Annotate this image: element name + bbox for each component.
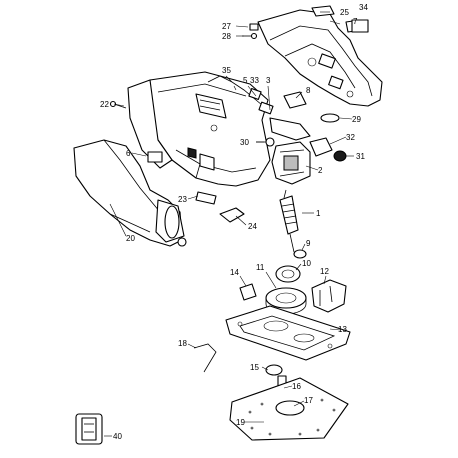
callout-20: 20 xyxy=(126,234,135,243)
callout-9: 9 xyxy=(306,239,311,248)
callout-23: 23 xyxy=(178,195,187,204)
gear-part xyxy=(265,287,307,315)
armature-part xyxy=(279,189,299,253)
callout-33: 33 xyxy=(250,76,259,85)
callout-11: 11 xyxy=(256,263,265,272)
callout-3: 3 xyxy=(266,76,271,85)
callout-18: 18 xyxy=(178,339,187,348)
callout-24: 24 xyxy=(248,222,257,231)
callout-19: 19 xyxy=(236,418,245,427)
callout-5: 5 xyxy=(243,76,248,85)
callout-numbers: 1 2 3 5 6 7 8 9 10 11 12 13 14 15 16 17 … xyxy=(100,3,368,441)
callout-13: 13 xyxy=(338,325,347,334)
callout-32: 32 xyxy=(346,133,355,142)
callout-16: 16 xyxy=(292,382,301,391)
bearing-and-pinion xyxy=(275,249,307,283)
callout-27: 27 xyxy=(222,22,231,31)
label-part-6 xyxy=(147,151,163,163)
callout-30: 30 xyxy=(240,138,249,147)
switch-parts xyxy=(195,191,245,223)
callout-29: 29 xyxy=(352,115,361,124)
label-plate-part xyxy=(351,19,369,33)
wire-part-18 xyxy=(193,343,217,373)
small-parts-right xyxy=(309,113,347,162)
callout-28: 28 xyxy=(222,32,231,41)
callout-10: 10 xyxy=(302,259,311,268)
callout-34: 34 xyxy=(359,3,368,12)
callout-22: 22 xyxy=(100,100,109,109)
callout-1: 1 xyxy=(316,209,321,218)
callout-15: 15 xyxy=(250,363,259,372)
callout-lines xyxy=(104,11,354,437)
sanding-pad-part xyxy=(229,377,349,441)
housing-piece-12 xyxy=(311,279,347,313)
callout-2: 2 xyxy=(318,166,323,175)
callout-25: 25 xyxy=(340,8,349,17)
callout-6: 6 xyxy=(126,149,131,158)
callout-8: 8 xyxy=(306,86,311,95)
screw-parts-top xyxy=(242,23,259,40)
handle-grip xyxy=(127,79,173,169)
callout-7: 7 xyxy=(353,17,358,26)
callout-31: 31 xyxy=(356,152,365,161)
base-plate-part xyxy=(225,305,351,361)
callout-17: 17 xyxy=(304,396,313,405)
accessory-box-part-40 xyxy=(75,413,103,445)
bracket-part-14 xyxy=(239,283,257,301)
callout-35: 35 xyxy=(222,66,231,75)
callout-40: 40 xyxy=(113,432,122,441)
motor-field-part xyxy=(271,141,311,185)
dust-bag xyxy=(73,139,187,247)
callout-12: 12 xyxy=(320,267,329,276)
cord-and-brush-parts xyxy=(207,75,311,147)
callout-14: 14 xyxy=(230,268,239,277)
